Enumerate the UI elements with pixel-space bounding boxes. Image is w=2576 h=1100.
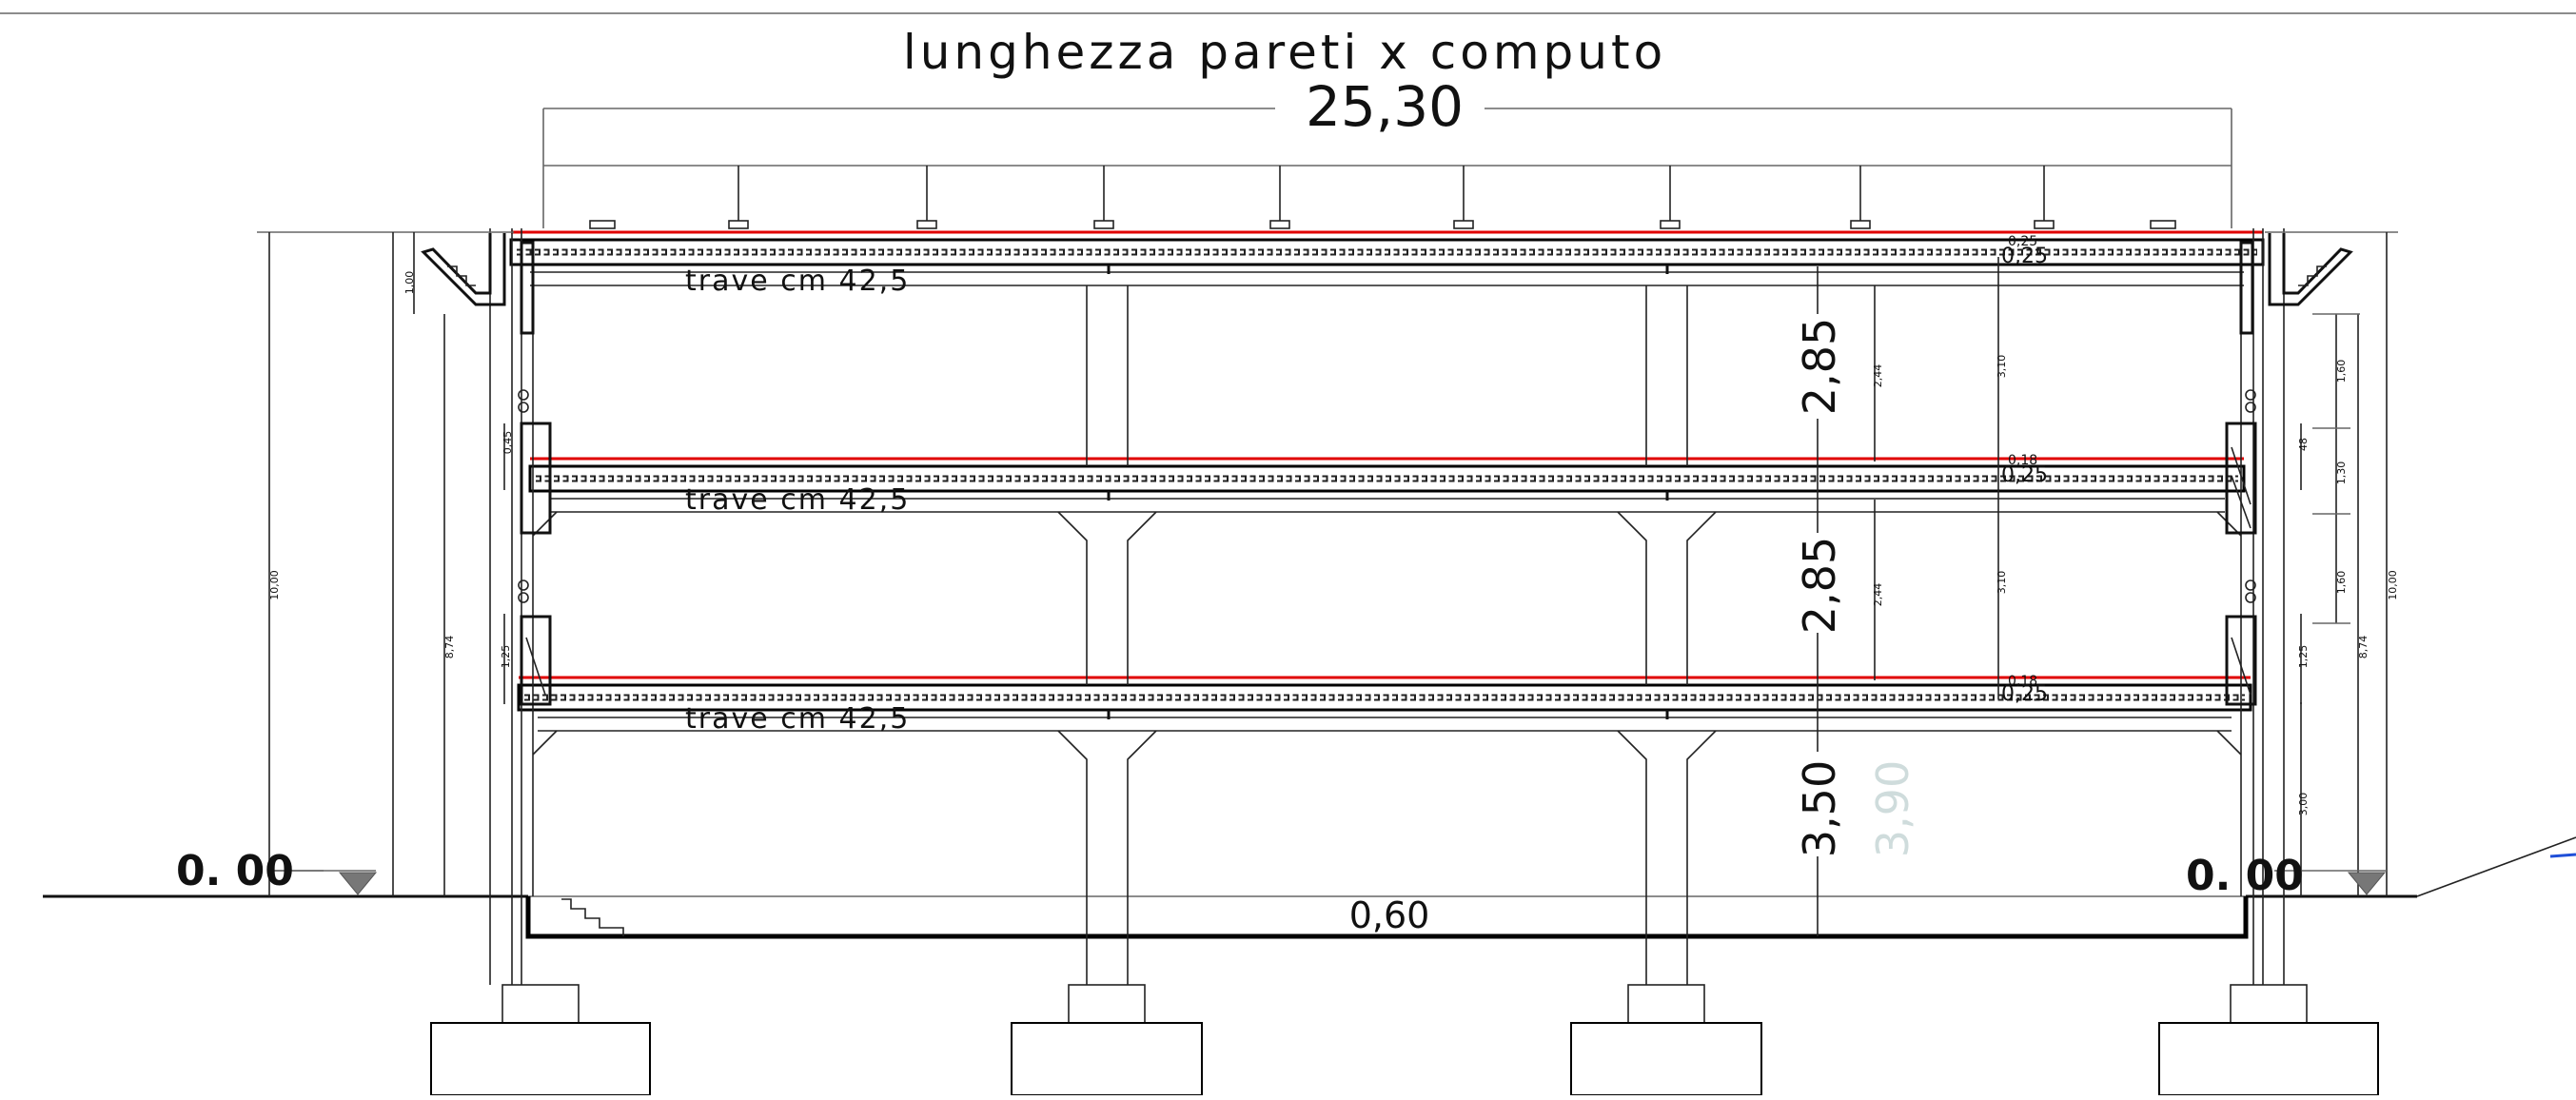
- right-window-3: 1,60: [2335, 571, 2348, 595]
- railing-post-base: [1660, 220, 1681, 229]
- ground-level-left: 0. 00: [176, 847, 294, 895]
- slab-thickness-3: 0,18: [2008, 453, 2037, 468]
- railing-post-base: [916, 220, 937, 229]
- inner-height-1: 2,44: [1872, 364, 1884, 388]
- slab-thickness-4: 0,25: [2001, 463, 2048, 487]
- right-sub-dimension: 8,74: [2357, 636, 2370, 659]
- floor-to-floor-2: 3,10: [1996, 571, 2008, 595]
- facade-window-frames: [518, 389, 2257, 706]
- storey-dimension-line: [1817, 257, 1999, 936]
- slab-thickness-6: 0,25: [2001, 682, 2048, 706]
- column-haunch: [1057, 511, 1088, 685]
- wall-haunch: [532, 730, 558, 756]
- footing-stem: [1068, 984, 1146, 1024]
- slab-thickness-2: 0,25: [2001, 245, 2048, 268]
- column-haunch: [1057, 730, 1088, 985]
- columns: [532, 285, 2242, 985]
- right-window-1: 1,60: [2335, 360, 2348, 383]
- ground-level-marker-left: [269, 870, 378, 895]
- footing-base: [2158, 1022, 2379, 1096]
- floor-to-floor-1: 3,10: [1996, 355, 2008, 379]
- railing-post-base: [2150, 220, 2176, 229]
- storey-height-2: 2,85: [1794, 537, 1845, 634]
- roof-gutter-right: [2239, 233, 2353, 335]
- storey-height-3: 3,50: [1794, 760, 1845, 857]
- slab-thickness-1: 0,25: [2008, 234, 2037, 249]
- ground-level-marker-right: [2274, 870, 2387, 895]
- footing-base: [1011, 1022, 1203, 1096]
- inner-height-2: 2,44: [1872, 583, 1884, 607]
- left-sub-dimension: 8,74: [443, 636, 456, 659]
- column-haunch: [1686, 730, 1717, 985]
- slab-thickness-5: 0,18: [2008, 674, 2037, 689]
- slab-outline: [517, 683, 2252, 712]
- railing-post-base: [1093, 220, 1114, 229]
- footing-base: [430, 1022, 651, 1096]
- right-mid-dimension: 48: [2297, 438, 2310, 451]
- wall-haunch: [2216, 730, 2242, 756]
- railing-post-base: [1453, 220, 1474, 229]
- slab-outline: [528, 464, 2246, 493]
- roof-gutter-left: [421, 233, 535, 335]
- ground-level-right: 0. 00: [2186, 852, 2304, 900]
- storey-height-1: 2,85: [1794, 318, 1845, 415]
- slab-label-3: trave cm 42,5: [685, 702, 910, 736]
- left-top-dimension: 1,00: [403, 271, 416, 295]
- right-dimension-lines: [2265, 231, 2398, 896]
- left-low-dimension: 1,25: [500, 645, 512, 669]
- footings: [430, 984, 2379, 1096]
- floor-slabs: [509, 230, 2265, 732]
- faded-dimension: 3,90: [1867, 760, 1918, 857]
- railing-post-base: [589, 220, 616, 229]
- right-window-2: 1,30: [2335, 462, 2348, 485]
- right-ground-dimension: 3,00: [2297, 793, 2310, 816]
- railing-post-base: [1850, 220, 1871, 229]
- left-mid-dimension: 0,45: [501, 431, 514, 455]
- column-haunch: [1617, 511, 1647, 685]
- column-haunch: [1127, 511, 1157, 685]
- left-total-dimension: 10,00: [268, 570, 281, 600]
- column-haunch: [1127, 730, 1157, 985]
- base-stair-detail: [561, 898, 624, 936]
- foundation-thickness: 0,60: [1349, 894, 1430, 936]
- drawing-title: lunghezza pareti x computo: [903, 25, 1666, 80]
- column-haunch: [1617, 730, 1647, 985]
- outer-walls: [489, 228, 2285, 985]
- roof-railing: [589, 166, 2176, 229]
- left-dimension-lines: [257, 231, 514, 896]
- slab-label-2: trave cm 42,5: [685, 483, 910, 517]
- overall-dimension: 25,30: [1306, 74, 1464, 139]
- footing-stem: [1627, 984, 1705, 1024]
- railing-post-base: [728, 220, 749, 229]
- railing-post-base: [2034, 220, 2055, 229]
- railing-post-base: [1269, 220, 1290, 229]
- slab-label-1: trave cm 42,5: [685, 265, 910, 298]
- right-total-dimension: 10,00: [2387, 570, 2399, 600]
- foundation-slab: [525, 896, 2249, 939]
- footing-base: [1570, 1022, 1762, 1096]
- column-haunch: [1686, 511, 1717, 685]
- ground-line: [43, 836, 2576, 898]
- overall-dimension-line: [542, 108, 2232, 228]
- right-low-dimension: 1,25: [2297, 645, 2310, 669]
- footing-stem: [501, 984, 580, 1024]
- footing-stem: [2230, 984, 2308, 1024]
- ground-accent-line: [2549, 853, 2576, 858]
